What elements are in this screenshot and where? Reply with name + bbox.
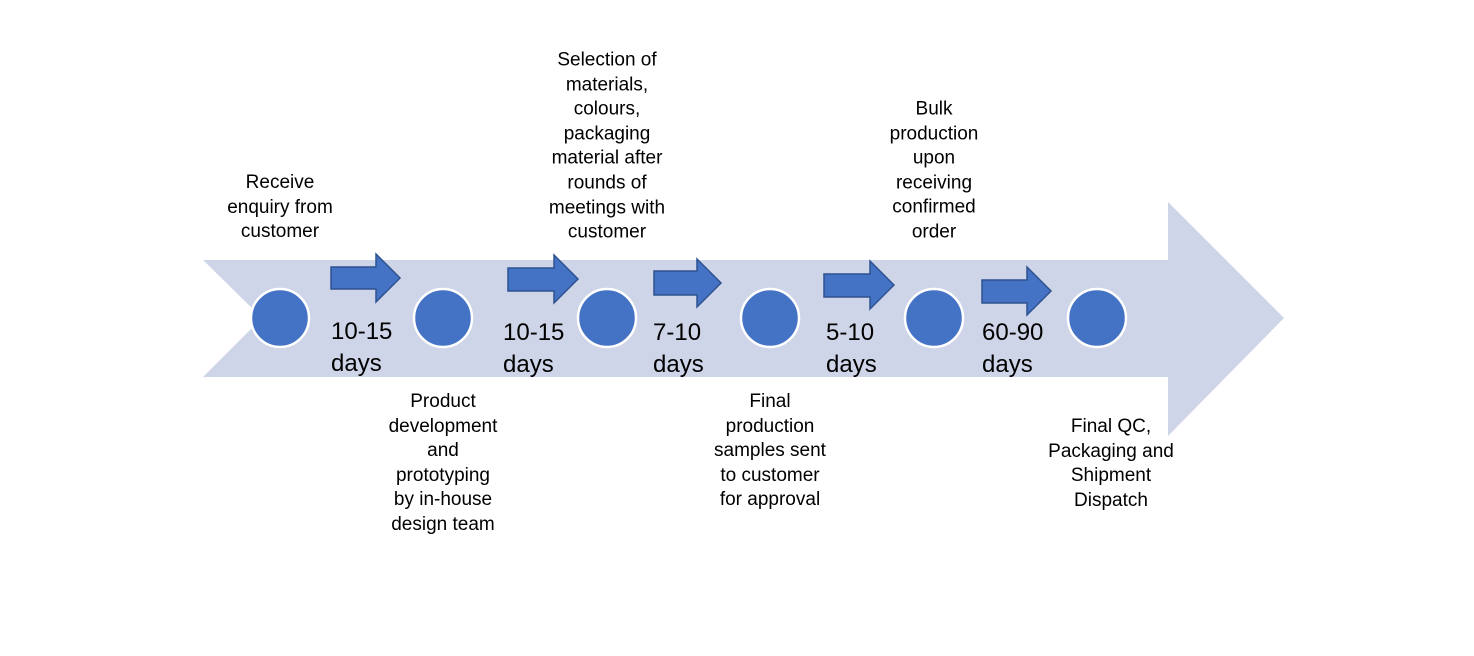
duration-label-1: 10-15 days [331, 318, 393, 377]
step-4-description: Final production samples sent to custome… [714, 391, 826, 511]
duration-label-5: 60-90 days [982, 319, 1044, 378]
timeline-node-4 [739, 287, 801, 349]
step-2-description: Product development and prototyping by i… [388, 391, 498, 535]
timeline-node-3 [576, 287, 638, 349]
step-1-description: Receive enquiry from customer [227, 172, 333, 243]
connector-arrow-3 [653, 257, 723, 309]
timeline-node-1 [249, 287, 311, 349]
timeline-node-2 [412, 287, 474, 349]
timeline-nodes [249, 287, 1128, 349]
step-3-description: Selection of materials, colours, packagi… [548, 49, 666, 243]
duration-label-2: 10-15 days [503, 319, 565, 378]
duration-label-4: 5-10 days [826, 319, 877, 378]
step-6-description: Final QC, Packaging and Shipment Dispatc… [1048, 416, 1174, 511]
timeline-node-5 [903, 287, 965, 349]
connector-arrow-2 [507, 253, 580, 305]
connector-arrow-1 [330, 252, 402, 304]
connector-arrows [330, 252, 1053, 317]
timeline-node-6 [1066, 287, 1128, 349]
connector-arrow-4 [823, 259, 896, 311]
duration-label-3: 7-10 days [653, 319, 704, 378]
step-5-description: Bulk production upon receiving confirmed… [889, 98, 979, 243]
connector-arrow-5 [981, 265, 1053, 317]
